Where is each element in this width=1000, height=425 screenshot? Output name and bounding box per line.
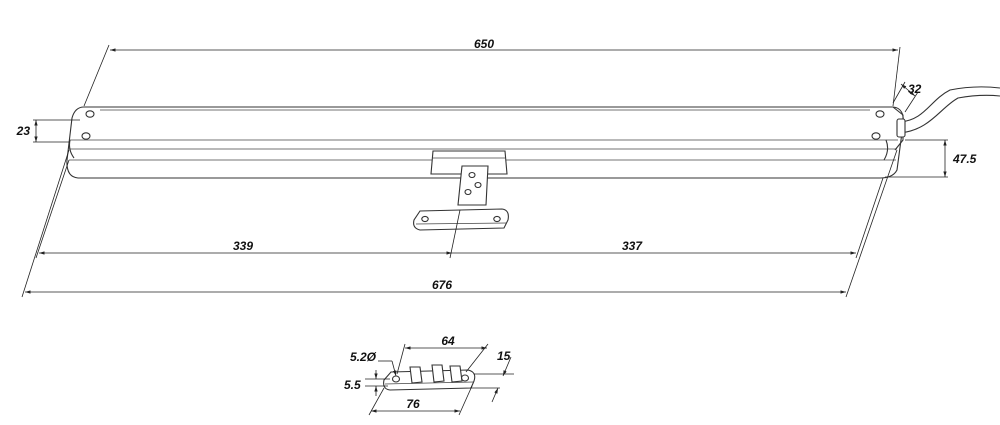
dim-label-23: 23 <box>16 124 31 138</box>
dim-label-32: 32 <box>908 82 922 96</box>
dimension-76: 76 <box>368 385 473 416</box>
mounting-holes <box>81 110 885 140</box>
dimension-339-337: 339 337 <box>35 159 884 259</box>
dim-label-15: 15 <box>497 349 511 363</box>
drive-head <box>413 150 509 231</box>
dim-label-64: 64 <box>441 334 455 348</box>
dim-label-47-5: 47.5 <box>952 152 977 166</box>
bracket-detail <box>383 364 476 391</box>
dimension-23: 23 <box>16 119 80 143</box>
dimension-5-2: 5.2Ø <box>350 350 397 377</box>
dim-label-76: 76 <box>406 397 420 411</box>
dimension-32: 32 <box>892 81 922 113</box>
dimension-676: 676 <box>21 149 898 298</box>
dim-label-5-5: 5.5 <box>344 378 361 392</box>
dimension-47-5: 47.5 <box>885 139 977 178</box>
power-cable <box>896 86 1000 138</box>
dim-label-337: 337 <box>622 239 643 253</box>
dim-label-339: 339 <box>233 239 253 253</box>
dim-label-676: 676 <box>432 278 452 292</box>
dim-label-5-2: 5.2Ø <box>350 350 377 364</box>
dimension-64: 64 <box>396 334 489 375</box>
dimension-5-5: 5.5 <box>344 370 390 396</box>
dimension-15: 15 <box>470 349 514 403</box>
dimension-650: 650 <box>83 37 901 107</box>
dim-label-650: 650 <box>474 37 494 51</box>
